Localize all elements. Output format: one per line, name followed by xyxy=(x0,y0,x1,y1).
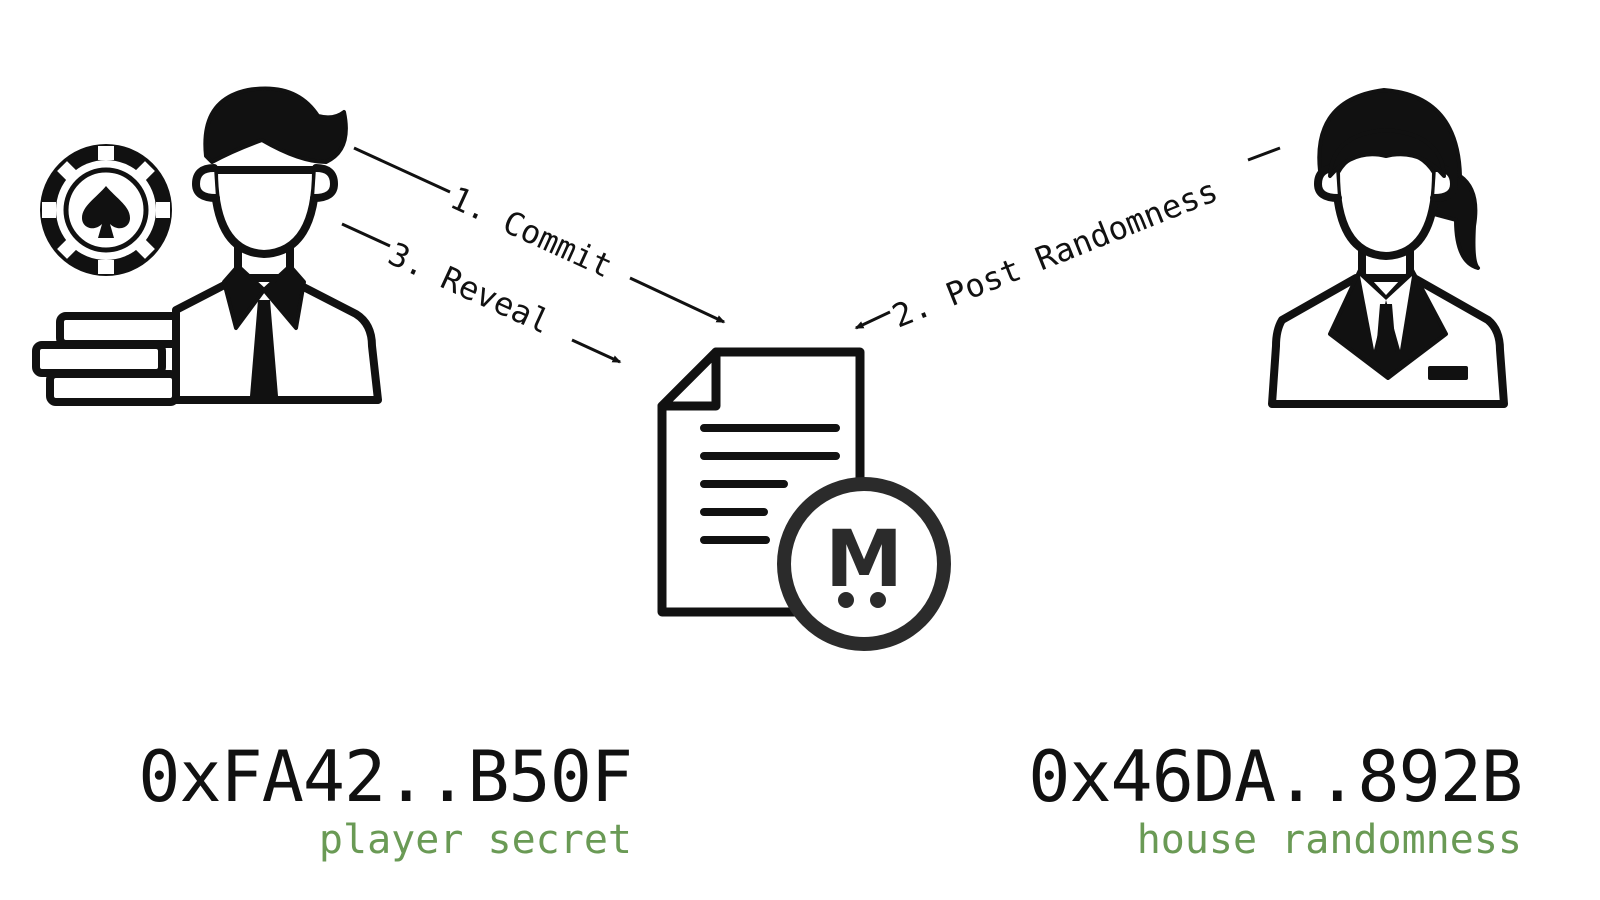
player-address: 0xFA42..B50F xyxy=(138,736,633,818)
contract-badge-icon: M xyxy=(777,477,951,651)
player-icon xyxy=(32,86,382,406)
commit-arrow xyxy=(353,146,726,324)
player-secret-caption: player secret xyxy=(318,817,632,863)
poker-chip-icon xyxy=(40,144,172,276)
reveal-arrow xyxy=(341,222,622,364)
house-address: 0x46DA..892B xyxy=(1028,736,1523,818)
chip-stack-icon xyxy=(32,312,190,406)
spade-icon xyxy=(82,186,130,238)
house-randomness-caption: house randomness xyxy=(1136,817,1522,863)
badge-letter: M xyxy=(825,515,903,605)
dealer-icon xyxy=(1268,88,1508,408)
step-post-randomness-label: 2. Post Randomness xyxy=(887,171,1223,335)
post-randomness-arrow xyxy=(854,146,1281,330)
